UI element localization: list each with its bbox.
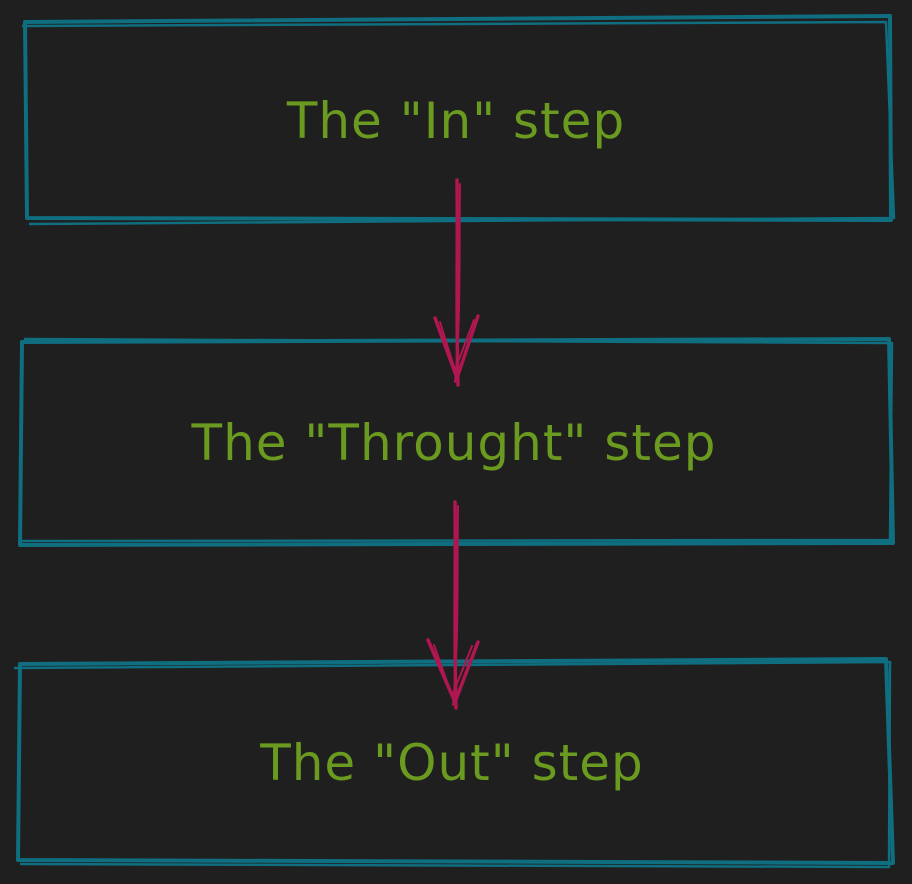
step-label-in: The "In" step bbox=[286, 92, 625, 150]
step-label-throught: The "Throught" step bbox=[191, 414, 717, 472]
step-box-in[interactable]: The "In" step bbox=[21, 14, 896, 226]
step-box-out[interactable]: The "Out" step bbox=[13, 657, 895, 869]
arrow-throught-to-out bbox=[426, 500, 480, 710]
arrow-in-to-throught bbox=[433, 178, 480, 387]
step-label-out: The "Out" step bbox=[259, 734, 644, 792]
